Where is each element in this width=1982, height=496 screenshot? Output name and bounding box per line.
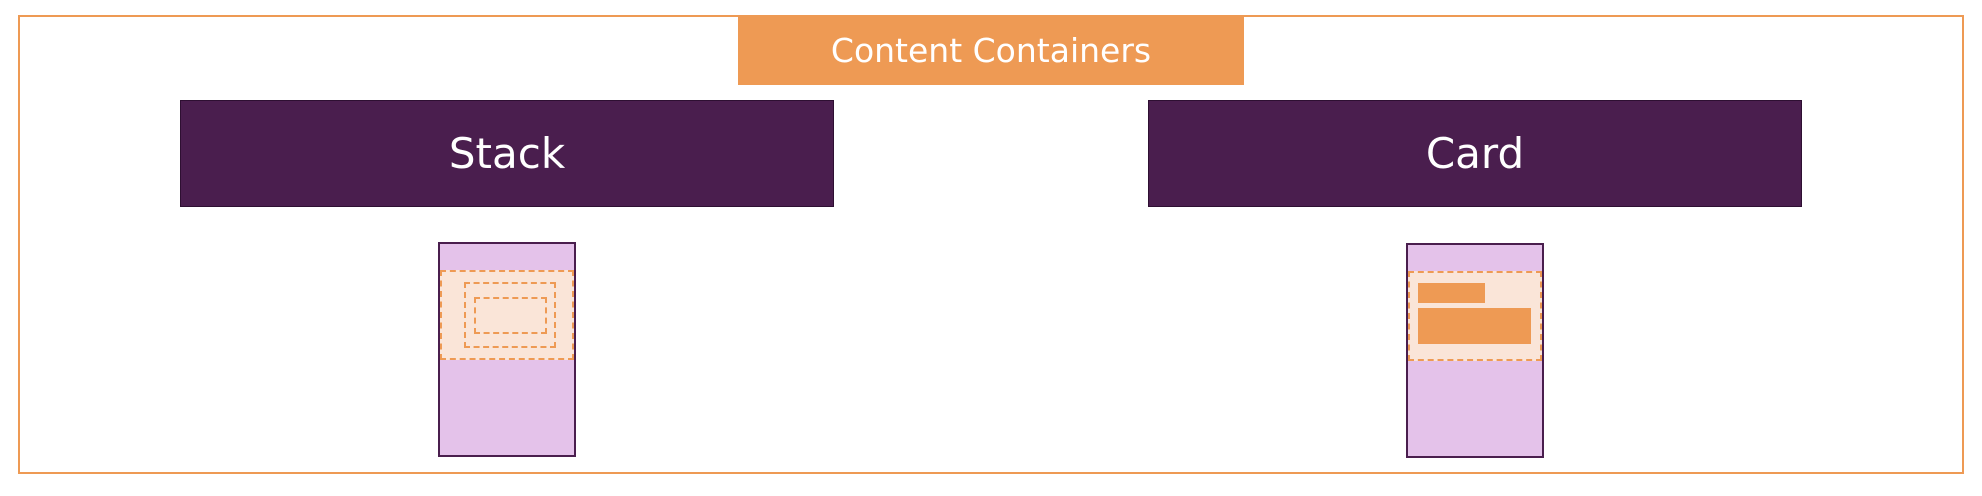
diagram-title-text: Content Containers (830, 30, 1152, 70)
stack-phone-illustration (438, 242, 576, 457)
stack-inner-container (474, 297, 547, 334)
stack-content-band (440, 270, 574, 360)
card-title-block (1418, 283, 1485, 303)
card-header-label: Card (1425, 129, 1525, 178)
card-body-block (1418, 308, 1531, 344)
card-content-band (1408, 271, 1542, 361)
card-header: Card (1148, 100, 1802, 207)
stack-header: Stack (180, 100, 834, 207)
diagram-title: Content Containers (738, 15, 1244, 85)
stack-outer-container (464, 282, 556, 348)
card-phone-illustration (1406, 243, 1544, 458)
stack-header-label: Stack (448, 129, 566, 178)
